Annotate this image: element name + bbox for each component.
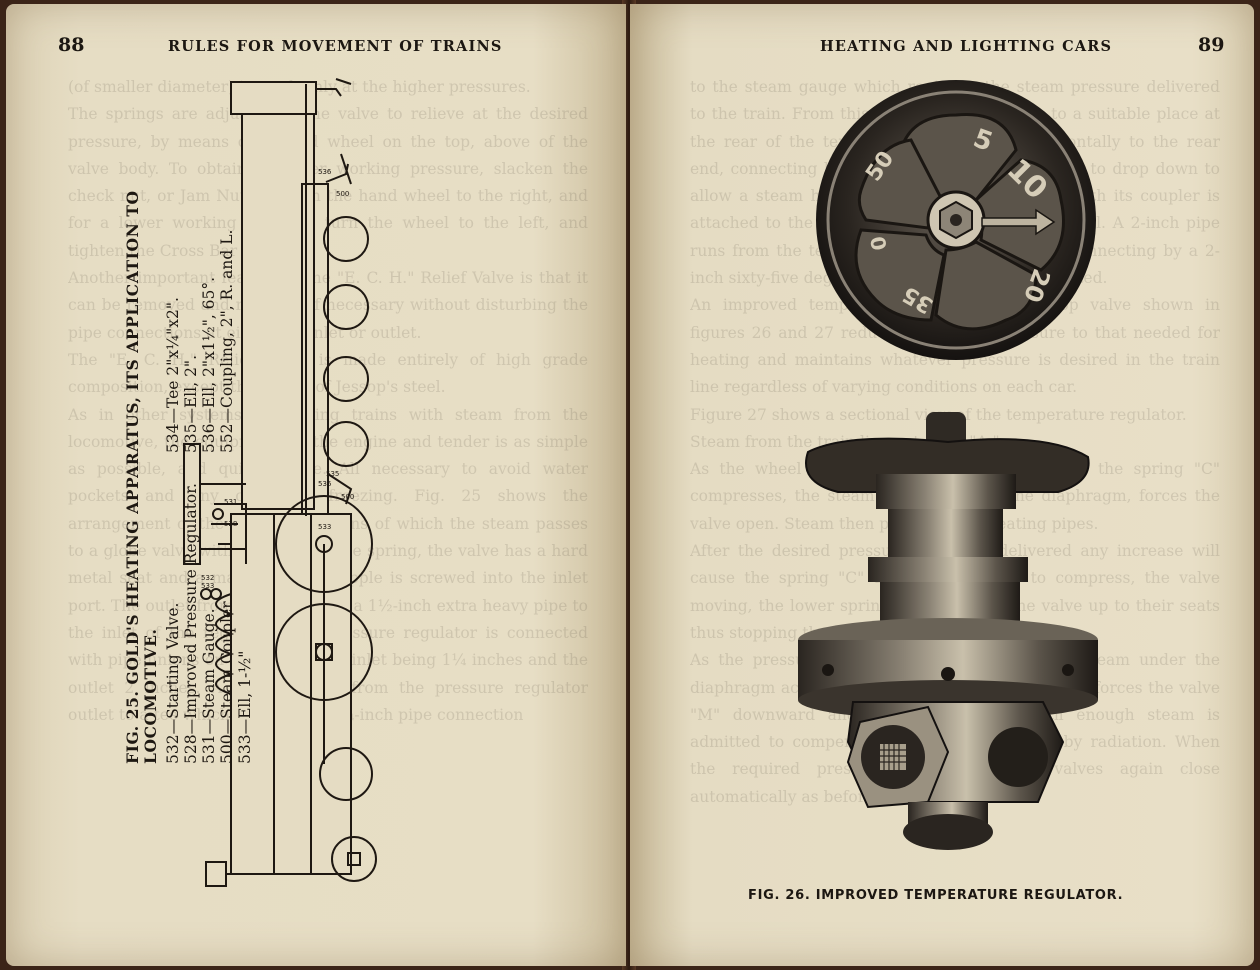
- temperature-regulator-illustration: [798, 412, 1098, 850]
- regulator-dial-illustration: 5 10 50 20 35 0: [816, 80, 1096, 360]
- svg-text:500: 500: [336, 190, 349, 198]
- left-page: 88 RULES FOR MOVEMENT OF TRAINS (of smal…: [6, 4, 626, 966]
- dial-number: 0: [866, 234, 892, 252]
- page-number: 88: [58, 34, 85, 56]
- figure-26-caption: FIG. 26. IMPROVED TEMPERATURE REGULATOR.: [748, 888, 1124, 903]
- svg-text:536: 536: [318, 480, 332, 488]
- parts-list-right: 534—Tee 2"x¼"x2". 535—Ell, 2". 536—Ell, …: [164, 230, 254, 454]
- svg-text:535: 535: [326, 470, 339, 478]
- part-item: 531—Steam Gauge.: [200, 608, 218, 764]
- part-item: 552—Coupling, 2", R. and L.: [218, 229, 236, 454]
- page-number: 89: [1198, 34, 1225, 56]
- part-item: 533—Ell, 1-½": [236, 650, 254, 764]
- right-page: HEATING AND LIGHTING CARS 89 to the stea…: [630, 4, 1254, 966]
- part-item: 500—Steam Coupler.: [218, 598, 236, 764]
- svg-text:500: 500: [341, 493, 354, 501]
- svg-text:533: 533: [318, 523, 331, 531]
- running-head: HEATING AND LIGHTING CARS: [820, 38, 1113, 55]
- running-head: RULES FOR MOVEMENT OF TRAINS: [168, 38, 503, 55]
- figure-25-caption: FIG. 25. GOLD'S HEATING APPARATUS, ITS A…: [123, 64, 254, 764]
- svg-text:536: 536: [318, 168, 332, 176]
- part-item: 534—Tee 2"x¼"x2".: [164, 297, 182, 454]
- svg-text:528: 528: [224, 520, 237, 528]
- svg-text:531: 531: [224, 498, 237, 506]
- part-item: 532—Starting Valve.: [164, 602, 182, 764]
- part-item: 528—Improved Pressure Regulator.: [182, 483, 200, 764]
- parts-list-left: 532—Starting Valve. 528—Improved Pressur…: [164, 483, 254, 764]
- svg-text:532: 532: [201, 574, 214, 582]
- figure-title: FIG. 25. GOLD'S HEATING APPARATUS, ITS A…: [123, 190, 160, 764]
- svg-text:533: 533: [201, 582, 214, 590]
- part-item: 535—Ell, 2".: [182, 355, 200, 454]
- part-item: 536—Ell, 2"x1½", 65°.: [200, 276, 218, 454]
